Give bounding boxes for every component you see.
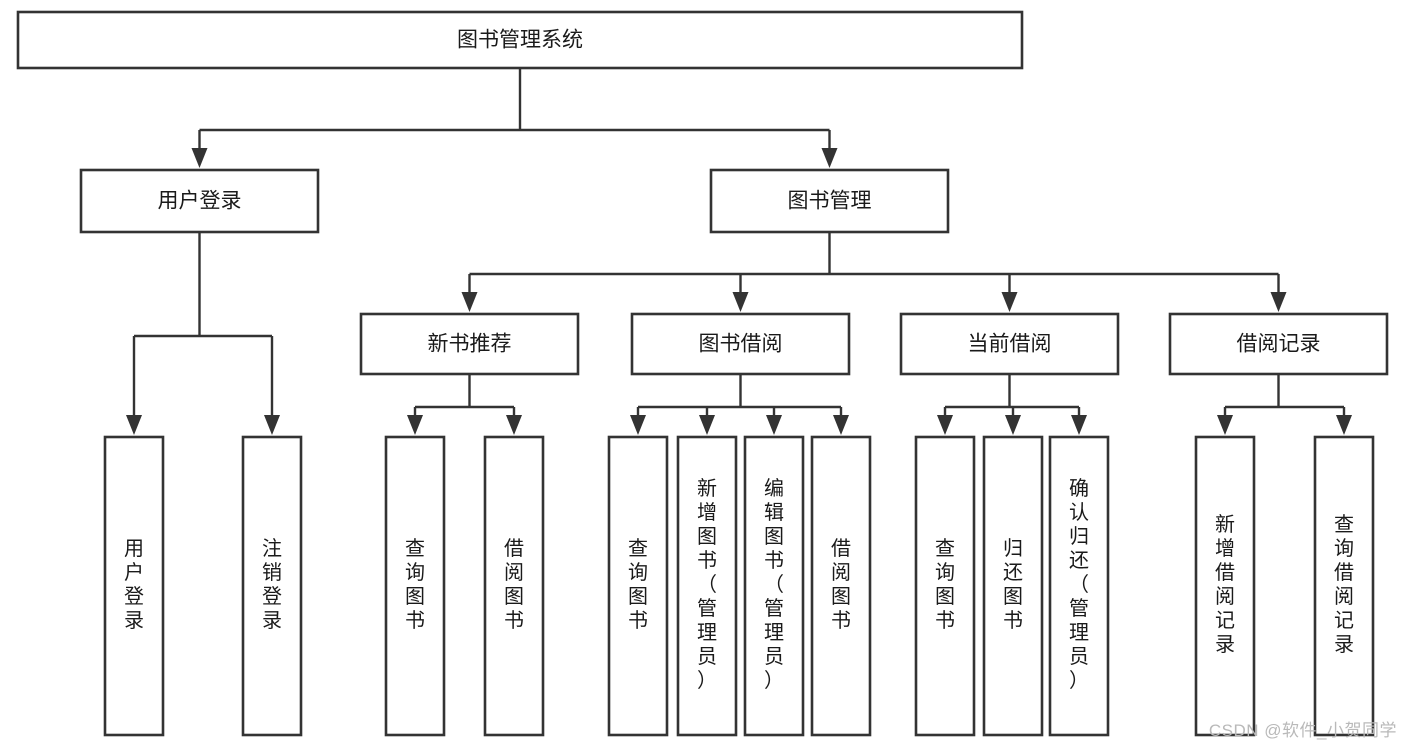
node-label: 图书管理系统 (457, 29, 583, 52)
node-label: 查询借阅记录 (1334, 513, 1354, 656)
node-leaf-query-book-rec[interactable]: 查询图书 (384, 435, 446, 737)
arrow-head-icon (126, 415, 142, 435)
node-box[interactable] (16, 10, 1024, 70)
node-leaf-user-logout[interactable]: 注销登录 (241, 435, 303, 737)
node-label: 归还图书 (1003, 537, 1023, 632)
connector-group (461, 232, 1287, 312)
node-label: 当前借阅 (968, 333, 1052, 356)
node-leaf-query-book-borrow[interactable]: 查询图书 (607, 435, 669, 737)
arrow-head-icon (1336, 415, 1352, 435)
node-book-borrow[interactable]: 图书借阅 (630, 312, 851, 376)
arrow-head-icon (1217, 415, 1233, 435)
node-current-borrow[interactable]: 当前借阅 (899, 312, 1120, 376)
node-box[interactable] (241, 435, 303, 737)
node-box[interactable] (914, 435, 976, 737)
node-borrow-record[interactable]: 借阅记录 (1168, 312, 1389, 376)
node-label: 用户登录 (124, 538, 144, 632)
arrow-head-icon (630, 415, 646, 435)
node-label: 确认归还（管理员） (1069, 477, 1089, 692)
node-box[interactable] (607, 435, 669, 737)
node-box[interactable] (103, 435, 165, 737)
connector-group (937, 374, 1087, 435)
connector-group (1217, 374, 1352, 435)
arrow-head-icon (821, 148, 838, 168)
arrow-head-icon (833, 415, 849, 435)
node-box[interactable] (1313, 435, 1375, 737)
node-leaf-confirm-return-admin[interactable]: 确认归还（管理员） (1048, 435, 1110, 737)
node-new-book-recommend[interactable]: 新书推荐 (359, 312, 580, 376)
node-label: 新增借阅记录 (1215, 513, 1235, 656)
node-label: 借阅图书 (504, 537, 524, 632)
connector-group (126, 232, 280, 435)
node-leaf-return-book[interactable]: 归还图书 (982, 435, 1044, 737)
node-box[interactable] (899, 312, 1120, 376)
node-book-manage[interactable]: 图书管理 (709, 168, 950, 234)
arrow-head-icon (1005, 415, 1021, 435)
node-label: 图书管理 (788, 190, 872, 213)
connector-group (407, 374, 522, 435)
node-leaf-add-borrow-record[interactable]: 新增借阅记录 (1194, 435, 1256, 737)
connector-group (191, 68, 838, 168)
node-leaf-add-book-admin[interactable]: 新增图书（管理员） (676, 435, 738, 737)
arrow-head-icon (1071, 415, 1087, 435)
node-label: 新增图书（管理员） (697, 477, 717, 692)
node-label: 注销登录 (262, 537, 282, 632)
node-user-login[interactable]: 用户登录 (79, 168, 320, 234)
node-label: 查询图书 (628, 537, 648, 632)
arrow-head-icon (264, 415, 280, 435)
node-box[interactable] (743, 435, 805, 737)
node-box[interactable] (483, 435, 545, 737)
arrow-head-icon (191, 148, 208, 168)
node-box[interactable] (384, 435, 446, 737)
node-label: 编辑图书（管理员） (764, 477, 784, 692)
arrow-head-icon (766, 415, 782, 435)
node-leaf-user-login[interactable]: 用户登录 (103, 435, 165, 737)
node-box[interactable] (709, 168, 950, 234)
node-box[interactable] (1168, 312, 1389, 376)
arrow-head-icon (1001, 292, 1018, 312)
arrow-head-icon (506, 415, 522, 435)
node-leaf-edit-book-admin[interactable]: 编辑图书（管理员） (743, 435, 805, 737)
node-box[interactable] (359, 312, 580, 376)
node-box[interactable] (1048, 435, 1110, 737)
node-label: 用户登录 (158, 190, 242, 213)
arrow-head-icon (461, 292, 478, 312)
node-leaf-borrow-book-rec[interactable]: 借阅图书 (483, 435, 545, 737)
arrow-head-icon (937, 415, 953, 435)
node-label: 图书借阅 (699, 333, 783, 356)
node-leaf-query-borrow-record[interactable]: 查询借阅记录 (1313, 435, 1375, 737)
node-root[interactable]: 图书管理系统 (16, 10, 1024, 70)
node-box[interactable] (810, 435, 872, 737)
node-label: 查询图书 (405, 537, 425, 632)
arrow-head-icon (407, 415, 423, 435)
watermark-label: CSDN @软件_小贺同学 (1208, 721, 1397, 740)
node-leaf-query-book-current[interactable]: 查询图书 (914, 435, 976, 737)
arrow-head-icon (699, 415, 715, 435)
node-box[interactable] (676, 435, 738, 737)
arrow-head-icon (732, 292, 749, 312)
node-box[interactable] (1194, 435, 1256, 737)
node-label: 查询图书 (935, 537, 955, 632)
node-box[interactable] (630, 312, 851, 376)
node-box[interactable] (79, 168, 320, 234)
node-label: 借阅图书 (831, 537, 851, 632)
node-leaf-borrow-book[interactable]: 借阅图书 (810, 435, 872, 737)
node-label: 借阅记录 (1237, 333, 1321, 356)
connector-group (630, 374, 849, 435)
node-box[interactable] (982, 435, 1044, 737)
node-label: 新书推荐 (428, 333, 512, 356)
arrow-head-icon (1270, 292, 1287, 312)
